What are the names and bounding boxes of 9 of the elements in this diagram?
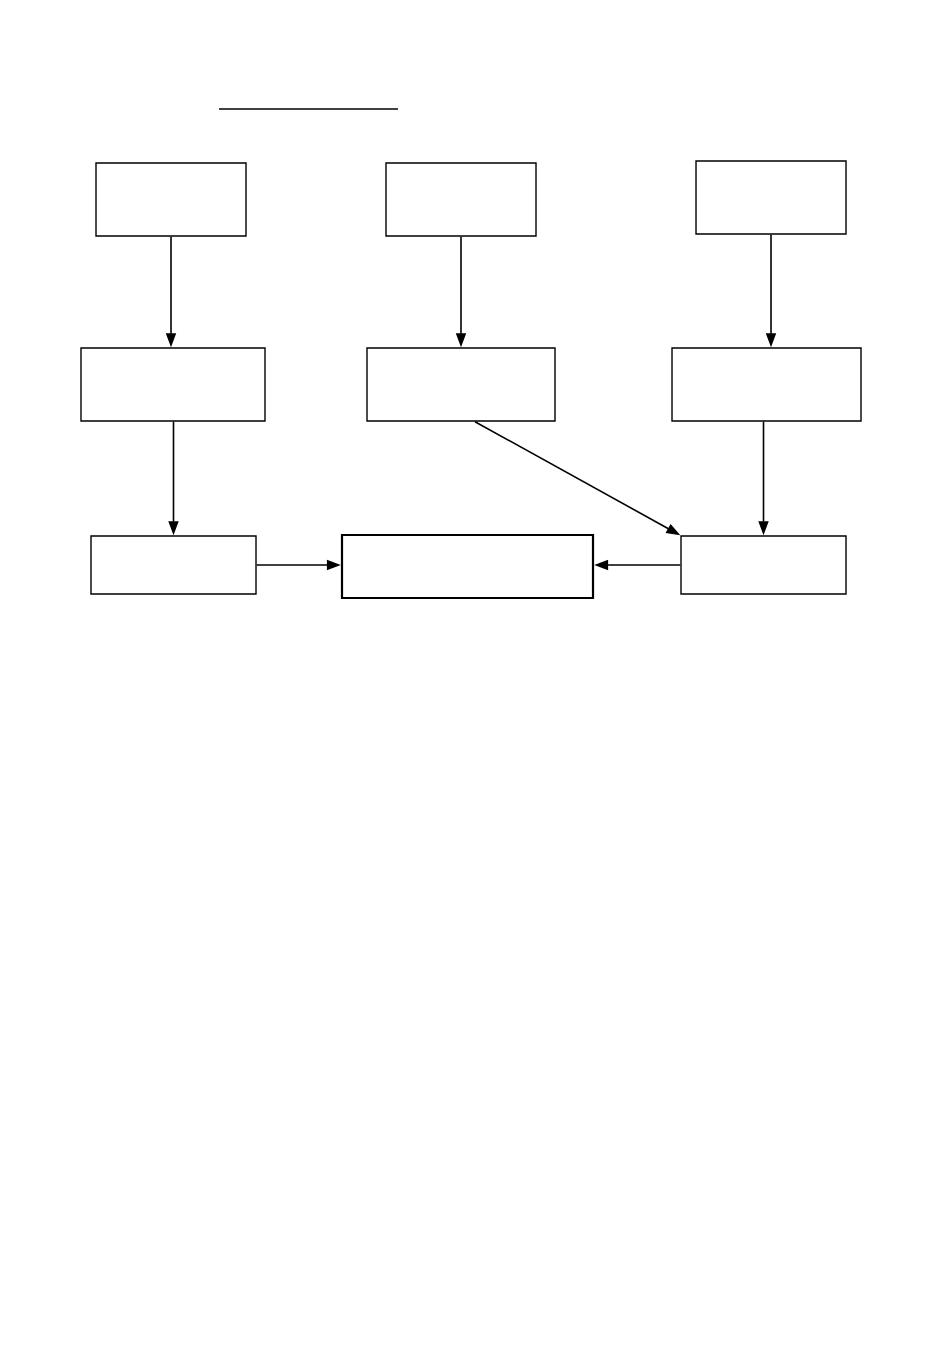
process-box [95,162,247,237]
process-box [671,347,862,422]
process-box [680,535,847,595]
process-box [80,347,266,422]
process-box [695,160,847,235]
process-box [385,162,537,237]
process-box [340,533,595,600]
process-box [90,535,257,595]
process-box [366,347,556,422]
